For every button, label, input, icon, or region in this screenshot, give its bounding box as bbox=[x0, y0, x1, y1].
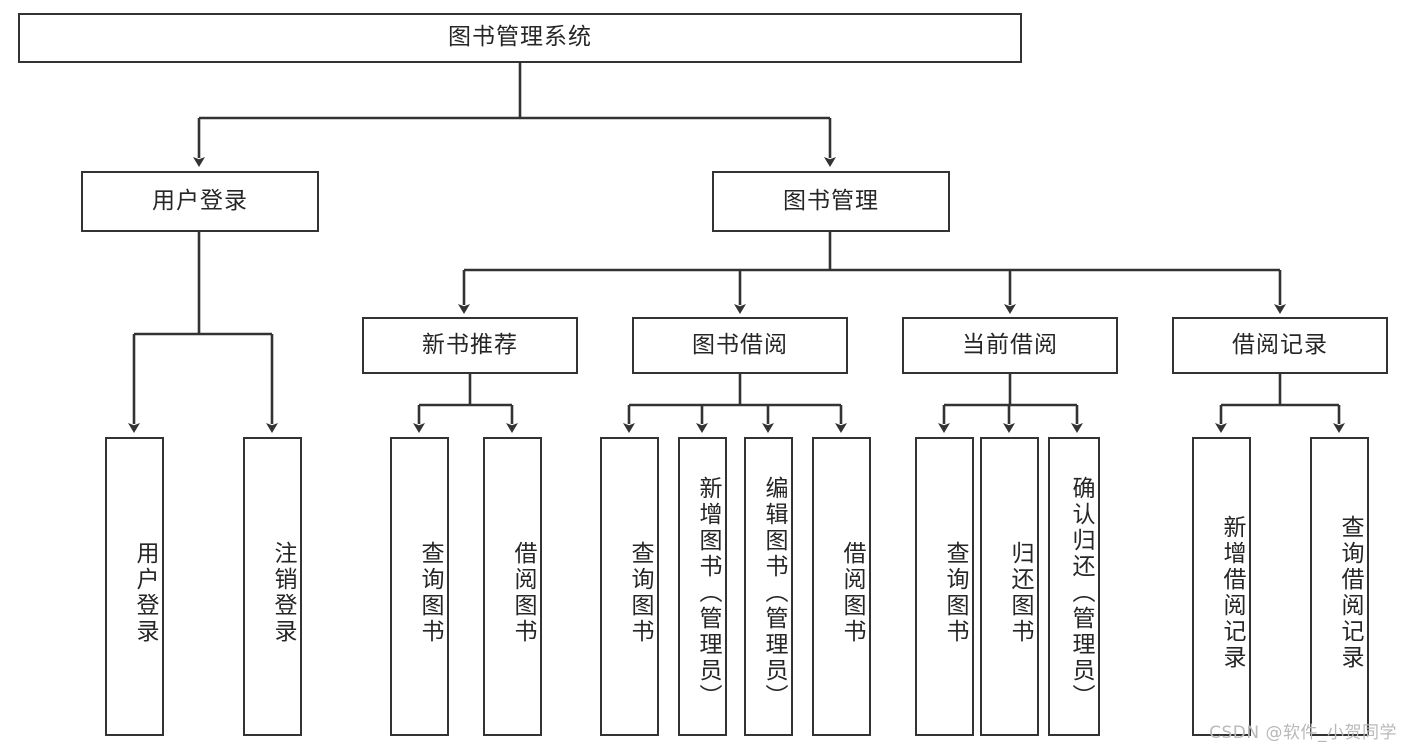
node-label: 图书借阅 bbox=[692, 331, 788, 358]
node-label: 新书推荐 bbox=[422, 331, 518, 358]
node-label: 新增借阅记录 bbox=[1219, 514, 1245, 671]
leaf-book-borrow-borrow-books[interactable]: 借阅图书 bbox=[812, 437, 871, 736]
node-label: 新增图书（管理员） bbox=[695, 475, 721, 710]
leaf-current-borrow-confirm-return-admin[interactable]: 确认归还（管理员） bbox=[1048, 437, 1100, 736]
node-book-management[interactable]: 图书管理 bbox=[712, 171, 950, 232]
leaf-book-borrow-query-books[interactable]: 查询图书 bbox=[600, 437, 659, 736]
node-label: 确认归还（管理员） bbox=[1068, 475, 1094, 710]
leaf-user-login-logout[interactable]: 注销登录 bbox=[243, 437, 302, 736]
node-new-book-recommend[interactable]: 新书推荐 bbox=[362, 317, 578, 374]
node-label: 编辑图书（管理员） bbox=[761, 475, 787, 710]
node-label: 查询图书 bbox=[417, 540, 443, 645]
leaf-borrow-record-add-record[interactable]: 新增借阅记录 bbox=[1192, 437, 1251, 736]
leaf-book-borrow-add-book-admin[interactable]: 新增图书（管理员） bbox=[678, 437, 727, 736]
leaf-book-borrow-edit-book-admin[interactable]: 编辑图书（管理员） bbox=[744, 437, 793, 736]
node-label: 图书管理 bbox=[783, 187, 879, 214]
node-label: 查询图书 bbox=[627, 540, 653, 645]
node-label: 查询借阅记录 bbox=[1337, 514, 1363, 671]
leaf-current-borrow-query-books[interactable]: 查询图书 bbox=[915, 437, 974, 736]
watermark: CSDN @软件_小贺同学 bbox=[1209, 723, 1397, 743]
node-label: 借阅图书 bbox=[839, 540, 865, 645]
node-root-book-management-system[interactable]: 图书管理系统 bbox=[18, 13, 1022, 63]
node-label: 归还图书 bbox=[1007, 540, 1033, 645]
node-label: 借阅记录 bbox=[1232, 331, 1328, 358]
leaf-new-book-borrow-books[interactable]: 借阅图书 bbox=[483, 437, 542, 736]
node-label: 用户登录 bbox=[132, 540, 158, 645]
node-label: 借阅图书 bbox=[510, 540, 536, 645]
node-label: 用户登录 bbox=[152, 187, 248, 214]
node-book-borrow[interactable]: 图书借阅 bbox=[632, 317, 848, 374]
leaf-borrow-record-query-record[interactable]: 查询借阅记录 bbox=[1310, 437, 1369, 736]
node-label: 查询图书 bbox=[942, 540, 968, 645]
node-current-borrow[interactable]: 当前借阅 bbox=[902, 317, 1118, 374]
node-label: 注销登录 bbox=[270, 540, 296, 645]
node-borrow-record[interactable]: 借阅记录 bbox=[1172, 317, 1388, 374]
leaf-new-book-query-books[interactable]: 查询图书 bbox=[390, 437, 449, 736]
node-label: 当前借阅 bbox=[962, 331, 1058, 358]
leaf-user-login-login[interactable]: 用户登录 bbox=[105, 437, 164, 736]
leaf-current-borrow-return-books[interactable]: 归还图书 bbox=[980, 437, 1039, 736]
node-label: 图书管理系统 bbox=[448, 24, 592, 51]
node-user-login[interactable]: 用户登录 bbox=[81, 171, 319, 232]
